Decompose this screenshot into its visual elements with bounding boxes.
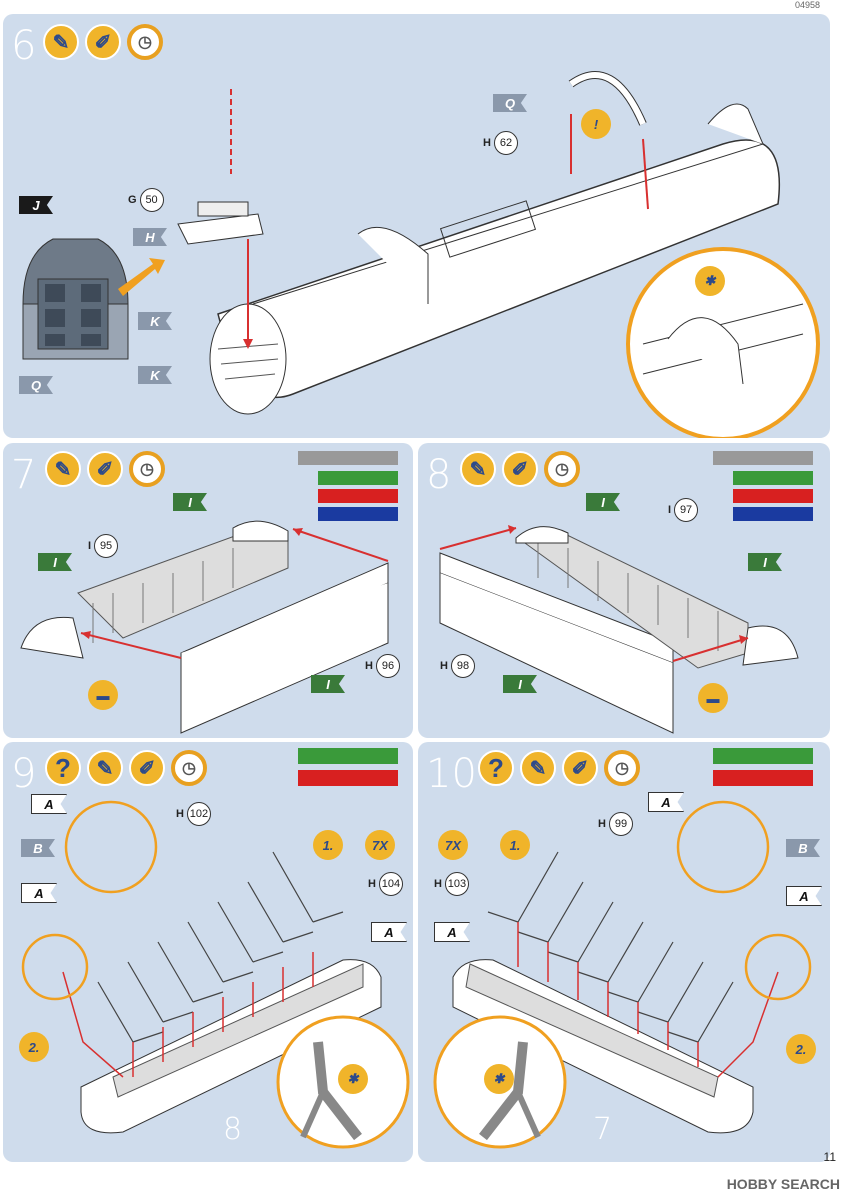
cement-icon: ✎ bbox=[87, 750, 123, 786]
cement-icon: ✎ bbox=[43, 24, 79, 60]
tape-icon: ▬ bbox=[88, 680, 118, 710]
step-7-drawing bbox=[20, 451, 398, 734]
flag-i-2: I bbox=[38, 553, 72, 571]
step-number: 8 bbox=[426, 452, 452, 498]
flag-i-1: I bbox=[586, 493, 620, 511]
cement-icon: ✎ bbox=[45, 451, 81, 487]
question-icon: ? bbox=[45, 750, 81, 786]
detail-asterisk-icon: ✱ bbox=[484, 1064, 514, 1094]
step-number: 10 bbox=[426, 751, 477, 797]
flag-k-2: K bbox=[138, 366, 172, 384]
question-icon: ? bbox=[478, 750, 514, 786]
badge-step-2: 2. bbox=[786, 1034, 816, 1064]
flag-j: J bbox=[19, 196, 53, 214]
flag-i-3: I bbox=[503, 675, 537, 693]
flag-q-2: Q bbox=[493, 94, 527, 112]
badge-step-1: 1. bbox=[500, 830, 530, 860]
detail-asterisk-icon: ✱ bbox=[695, 266, 725, 296]
page-number: 11 bbox=[823, 1150, 836, 1164]
flag-k-1: K bbox=[138, 312, 172, 330]
reference-number: 7 bbox=[593, 1112, 613, 1147]
flag-a-1: A bbox=[648, 792, 684, 812]
warning-icon: ! bbox=[581, 109, 611, 139]
paint-icon: ✐ bbox=[129, 750, 165, 786]
flag-a-2: A bbox=[21, 883, 57, 903]
step-8-drawing bbox=[439, 451, 813, 734]
step-9-panel: 9 ? ✎ ✐ ◷ bbox=[3, 742, 413, 1162]
badge-step-1: 1. bbox=[313, 830, 343, 860]
flag-i-3: I bbox=[311, 675, 345, 693]
step-10-panel: 10 ? ✎ ✐ ◷ bbox=[418, 742, 830, 1162]
step-6-drawing bbox=[22, 71, 820, 438]
step-10-drawing bbox=[433, 748, 813, 1149]
clock-icon: ◷ bbox=[129, 451, 165, 487]
badge-step-2: 2. bbox=[19, 1032, 49, 1062]
clock-icon: ◷ bbox=[127, 24, 163, 60]
paint-icon: ✐ bbox=[85, 24, 121, 60]
step-number: 7 bbox=[11, 452, 37, 498]
flag-i-1: I bbox=[173, 493, 207, 511]
cement-icon: ✎ bbox=[460, 451, 496, 487]
detail-asterisk-icon: ✱ bbox=[338, 1064, 368, 1094]
flag-q-1: Q bbox=[19, 376, 53, 394]
clock-icon: ◷ bbox=[604, 750, 640, 786]
step-number: 6 bbox=[11, 23, 37, 69]
flag-h: H bbox=[133, 228, 167, 246]
badge-count: 7X bbox=[365, 830, 395, 860]
flag-i-2: I bbox=[748, 553, 782, 571]
tape-icon: ▬ bbox=[698, 683, 728, 713]
badge-count: 7X bbox=[438, 830, 468, 860]
flag-b: B bbox=[21, 839, 55, 857]
paint-icon: ✐ bbox=[87, 451, 123, 487]
reference-number: 8 bbox=[223, 1112, 243, 1147]
clock-icon: ◷ bbox=[171, 750, 207, 786]
watermark: HOBBY SEARCH bbox=[726, 1176, 840, 1192]
clock-icon: ◷ bbox=[544, 451, 580, 487]
paint-icon: ✐ bbox=[502, 451, 538, 487]
step-number: 9 bbox=[11, 751, 37, 797]
paint-icon: ✐ bbox=[562, 750, 598, 786]
flag-b: B bbox=[786, 839, 820, 857]
page-code: 04958 bbox=[794, 0, 820, 10]
flag-a-2: A bbox=[786, 886, 822, 906]
cement-icon: ✎ bbox=[520, 750, 556, 786]
